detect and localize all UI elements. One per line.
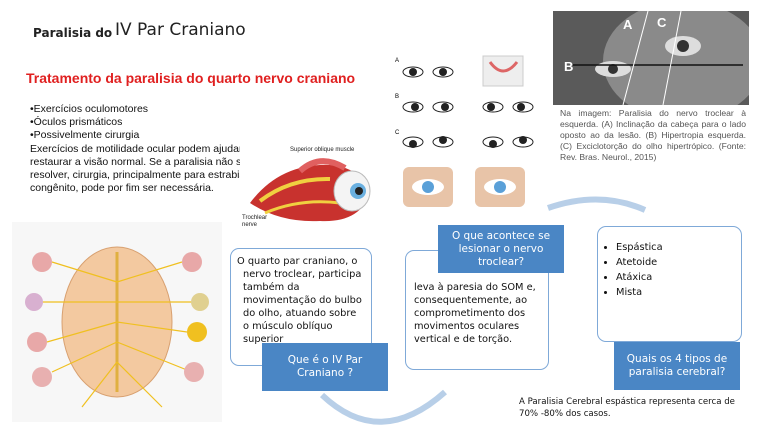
treatment-list: •Exercícios oculomotores •Óculos prismát… [30, 103, 270, 142]
page-title: IV Par Craniano [115, 20, 246, 40]
row-label-b: B [395, 94, 400, 100]
types-list: Espástica Atetoide Atáxica Mista [606, 241, 733, 299]
photo-letter-b: B [564, 59, 574, 74]
row-label-a: A [395, 58, 400, 64]
lesion-label: O que acontece se lesionar o nervo trocl… [438, 225, 564, 273]
row-label-c: C [395, 130, 400, 136]
type-item: Espástica [616, 241, 733, 254]
muscle-label: Superior oblique muscle [290, 147, 355, 153]
type-item: Mista [616, 286, 733, 299]
patient-face-photo: A C B [553, 11, 749, 105]
nerve-label-1: Trochlear [242, 215, 268, 221]
treatment-title: Tratamento da paralisia do quarto nervo … [26, 70, 356, 86]
photo-letter-a: A [623, 17, 633, 32]
definition-label: Que é o IV Par Craniano ? [262, 343, 388, 391]
lesion-text: leva à paresia do SOM e, consequentement… [414, 282, 536, 345]
types-label: Quais os 4 tipos de paralisia cerebral? [614, 342, 740, 390]
types-box: Espástica Atetoide Atáxica Mista [597, 226, 742, 342]
eye-muscle-illustration: Superior oblique muscle Trochlear nerve [240, 143, 382, 231]
photo-caption: Na imagem: Paralisia do nervo troclear à… [560, 108, 746, 162]
eye-positions-grid: A B C [395, 52, 545, 212]
definition-text: O quarto par craniano, o nervo troclear,… [237, 256, 362, 345]
treatment-item: •Exercícios oculomotores [30, 103, 149, 115]
title-prefix: Paralisia do [33, 26, 113, 40]
cranial-nerves-illustration [12, 222, 222, 422]
type-item: Atáxica [616, 271, 733, 284]
treatment-paragraph: Exercícios de motilidade ocular podem aj… [30, 143, 260, 194]
nerve-label-2: nerve [242, 222, 258, 228]
spastic-statistic-note: A Paralisia Cerebral espástica represent… [519, 397, 735, 419]
type-item: Atetoide [616, 256, 733, 269]
photo-letter-c: C [657, 15, 667, 30]
treatment-item: •Possivelmente cirurgia [30, 129, 140, 141]
treatment-item: •Óculos prismáticos [30, 116, 123, 128]
